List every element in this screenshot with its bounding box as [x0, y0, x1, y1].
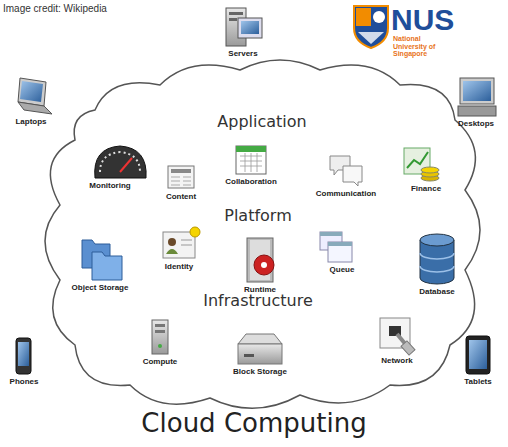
queue-icon [320, 232, 352, 262]
icon-label: Compute [143, 358, 178, 367]
identity-icon [163, 227, 200, 258]
database-icon [420, 234, 454, 284]
icon-label: Object Storage [72, 284, 129, 293]
layer-heading: Platform [224, 206, 291, 225]
icon-label: Finance [411, 185, 441, 194]
layer-heading: Application [217, 112, 306, 131]
icon-label: Runtime [244, 286, 276, 295]
content-icon [168, 166, 194, 188]
icon-label: Monitoring [89, 182, 130, 191]
servers-icon [226, 8, 262, 46]
logo-text: NUS [391, 3, 454, 36]
icon-label: Communication [316, 190, 376, 199]
communication-icon [330, 156, 362, 186]
icon-label: Database [419, 288, 455, 297]
tablet-icon [466, 336, 490, 374]
diagram-title: Cloud Computing [141, 408, 366, 438]
icon-label: Queue [330, 266, 355, 275]
collaboration-icon [236, 146, 266, 174]
device-label: Servers [228, 50, 257, 59]
icon-label: Content [166, 193, 196, 202]
phone-icon [16, 338, 31, 374]
icon-label: Phones [10, 378, 39, 387]
icon-label: Network [381, 357, 413, 366]
desktop-icon [458, 78, 496, 116]
icon-label: Block Storage [233, 368, 287, 377]
compute-icon [152, 320, 168, 354]
runtime-icon [247, 238, 274, 282]
cloud-outline-path [45, 60, 480, 408]
logo-subtitle: National University of Singapore [393, 35, 455, 58]
nus-crest [354, 6, 388, 48]
image-credit: Image credit: Wikipedia [3, 3, 107, 14]
network-icon [380, 318, 415, 355]
block-storage-icon [238, 334, 282, 364]
icon-label: Laptops [15, 118, 46, 127]
finance-icon [404, 148, 439, 181]
object-storage-icon [82, 240, 122, 280]
icon-label: Identity [165, 263, 193, 272]
icon-label: Collaboration [225, 178, 277, 187]
monitoring-icon [95, 146, 146, 178]
icon-label: Desktops [458, 120, 494, 129]
laptop-icon [18, 78, 52, 114]
icon-label: Tablets [464, 378, 491, 387]
